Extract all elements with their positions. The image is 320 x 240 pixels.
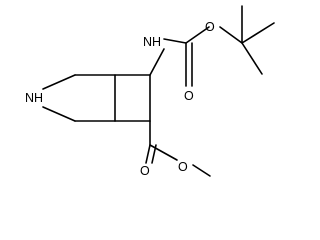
bond xyxy=(241,22,275,44)
bond xyxy=(42,106,76,122)
bond xyxy=(42,74,76,90)
chemical-structure: NH NH O O O O xyxy=(25,5,275,178)
boc-amino-group xyxy=(149,5,275,87)
bond xyxy=(149,48,165,76)
ester-o-label: O xyxy=(178,160,188,174)
bond xyxy=(192,164,211,177)
ring-nh-label: NH xyxy=(25,91,43,105)
bond xyxy=(149,144,178,161)
carbamate-ester-o-label: O xyxy=(205,20,215,34)
pyrrolidine-ring xyxy=(42,74,116,122)
ester-carbonyl-o-label: O xyxy=(140,164,150,178)
bond xyxy=(145,144,151,164)
bond xyxy=(185,26,210,44)
carbamate-carbonyl-o-label: O xyxy=(184,89,194,103)
bond xyxy=(163,38,187,44)
methyl-ester-group xyxy=(145,120,211,177)
bond xyxy=(241,42,263,75)
bond xyxy=(219,26,243,44)
cyclobutane-ring xyxy=(114,74,151,122)
carbamate-nh-label: NH xyxy=(143,35,161,49)
